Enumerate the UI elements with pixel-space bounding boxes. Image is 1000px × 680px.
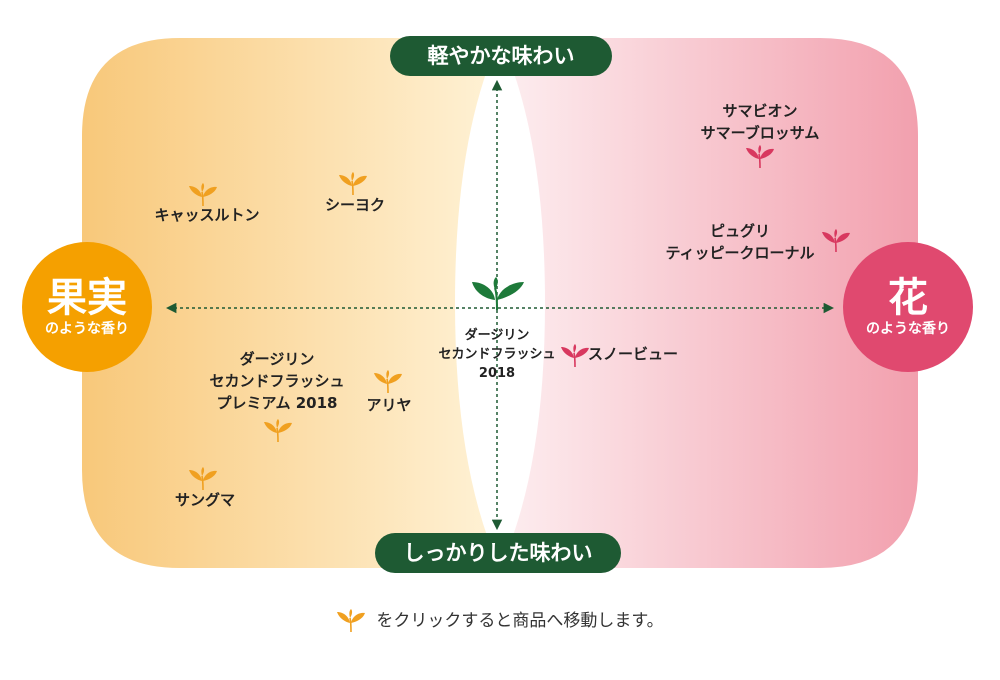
axis-right-badge: 花 のような香り <box>843 242 973 372</box>
product-puguri[interactable]: ピュグリ ティッピークローナル <box>645 220 835 264</box>
leaf-icon-snowview[interactable] <box>560 343 590 369</box>
footer-text: をクリックすると商品へ移動します。 <box>376 611 664 631</box>
footer-note: をクリックすると商品へ移動します。 <box>0 606 1000 634</box>
product-puguri-line: ティッピークローナル <box>665 244 815 262</box>
product-darjeeling-premium-line: セカンドフラッシュ <box>209 372 345 390</box>
product-samabeong-line: サマビオン <box>722 102 798 120</box>
axis-right-sub: のような香り <box>866 321 950 337</box>
product-darjeeling-premium-line: ダージリン <box>239 350 315 368</box>
center-leaf-icon <box>472 277 524 311</box>
center-product-line: ダージリン <box>464 328 530 343</box>
product-darjeeling-premium[interactable]: ダージリン セカンドフラッシュ プレミアム 2018 <box>192 348 362 414</box>
product-seeyok[interactable]: シーヨク <box>305 194 405 216</box>
center-product-label: ダージリン セカンドフラッシュ 2018 <box>437 326 557 383</box>
product-snowview-line: スノービュー <box>588 345 679 363</box>
leaf-icon-puguri[interactable] <box>821 228 851 254</box>
axis-left-sub: のような香り <box>45 321 129 337</box>
leaf-icon-arya[interactable] <box>373 369 403 395</box>
leaf-icon-samabeong[interactable] <box>745 144 775 170</box>
product-sungma-line: サングマ <box>174 491 235 509</box>
product-castleton[interactable]: キャッスルトン <box>142 204 272 226</box>
product-arya[interactable]: アリヤ <box>351 394 427 416</box>
axis-right-main: 花 <box>888 275 928 321</box>
leaf-icon <box>336 608 366 634</box>
product-samabeong[interactable]: サマビオン サマーブロッサム <box>680 100 840 144</box>
product-snowview[interactable]: スノービュー <box>588 343 698 365</box>
axis-top-label: 軽やかな味わい <box>390 36 612 76</box>
center-product-line: 2018 <box>478 366 516 381</box>
product-puguri-line: ピュグリ <box>709 222 770 240</box>
leaf-icon-darjeeling-premium[interactable] <box>263 418 293 444</box>
axis-left-main: 果実 <box>47 275 127 321</box>
axis-bottom-label: しっかりした味わい <box>375 533 621 573</box>
axis-left-badge: 果実 のような香り <box>22 242 152 372</box>
product-castleton-line: キャッスルトン <box>154 206 260 224</box>
product-sungma[interactable]: サングマ <box>155 489 255 511</box>
center-product-line: セカンドフラッシュ <box>438 347 556 362</box>
product-seeyok-line: シーヨク <box>324 196 385 214</box>
product-samabeong-line: サマーブロッサム <box>700 124 820 142</box>
product-arya-line: アリヤ <box>366 396 412 414</box>
product-darjeeling-premium-line: プレミアム 2018 <box>216 394 338 412</box>
